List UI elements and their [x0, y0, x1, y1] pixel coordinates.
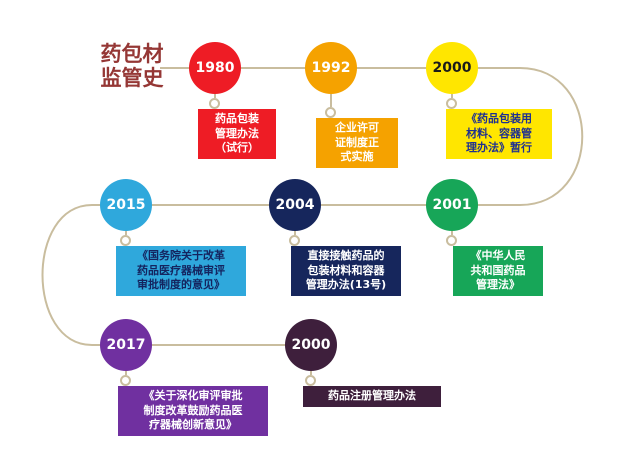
year-circle-2017: 2017: [100, 319, 152, 371]
event-label-2000-top: 《药品包装用 材料、容器管 理办法》暂行: [446, 109, 552, 159]
event-label-2004: 直接接触药品的 包装材料和容器 管理办法(13号): [291, 246, 401, 296]
year-circle-1992: 1992: [305, 42, 357, 94]
event-label-2017: 《关于深化审评审批 制度改革鼓励药品医 疗器械创新意见》: [118, 386, 268, 436]
event-label-1992: 企业许可 证制度正 式实施: [316, 118, 398, 168]
connector-stem: [330, 94, 332, 107]
connector-ring-icon: [446, 98, 457, 109]
connector-stem: [310, 371, 312, 375]
connector-ring-icon: [209, 98, 220, 109]
year-circle-2015: 2015: [100, 179, 152, 231]
connector-stem: [294, 231, 296, 235]
connector-stem: [214, 94, 216, 98]
event-label-1980: 药品包装 管理办法 （试行）: [198, 109, 276, 159]
connector-ring-icon: [120, 375, 131, 386]
connector-ring-icon: [289, 235, 300, 246]
event-label-2000-bottom: 药品注册管理办法: [303, 386, 441, 407]
event-label-2015: 《国务院关于改革 药品医疗器械审评 审批制度的意见》: [116, 246, 246, 296]
year-circle-2004: 2004: [269, 179, 321, 231]
connector-stem: [451, 231, 453, 235]
year-circle-2000-bottom: 2000: [285, 319, 337, 371]
connector-stem: [125, 231, 127, 235]
connector-stem: [125, 371, 127, 375]
connector-ring-icon: [446, 235, 457, 246]
connector-ring-icon: [305, 375, 316, 386]
connector-ring-icon: [325, 107, 336, 118]
timeline-path: [41, 67, 584, 346]
event-label-2001: 《中华人民 共和国药品 管理法》: [453, 246, 543, 296]
connector-stem: [451, 94, 453, 98]
year-circle-1980: 1980: [189, 42, 241, 94]
year-circle-2000-top: 2000: [426, 42, 478, 94]
connector-ring-icon: [120, 235, 131, 246]
year-circle-2001: 2001: [426, 179, 478, 231]
page-title: 药包材 监管史: [100, 42, 164, 91]
